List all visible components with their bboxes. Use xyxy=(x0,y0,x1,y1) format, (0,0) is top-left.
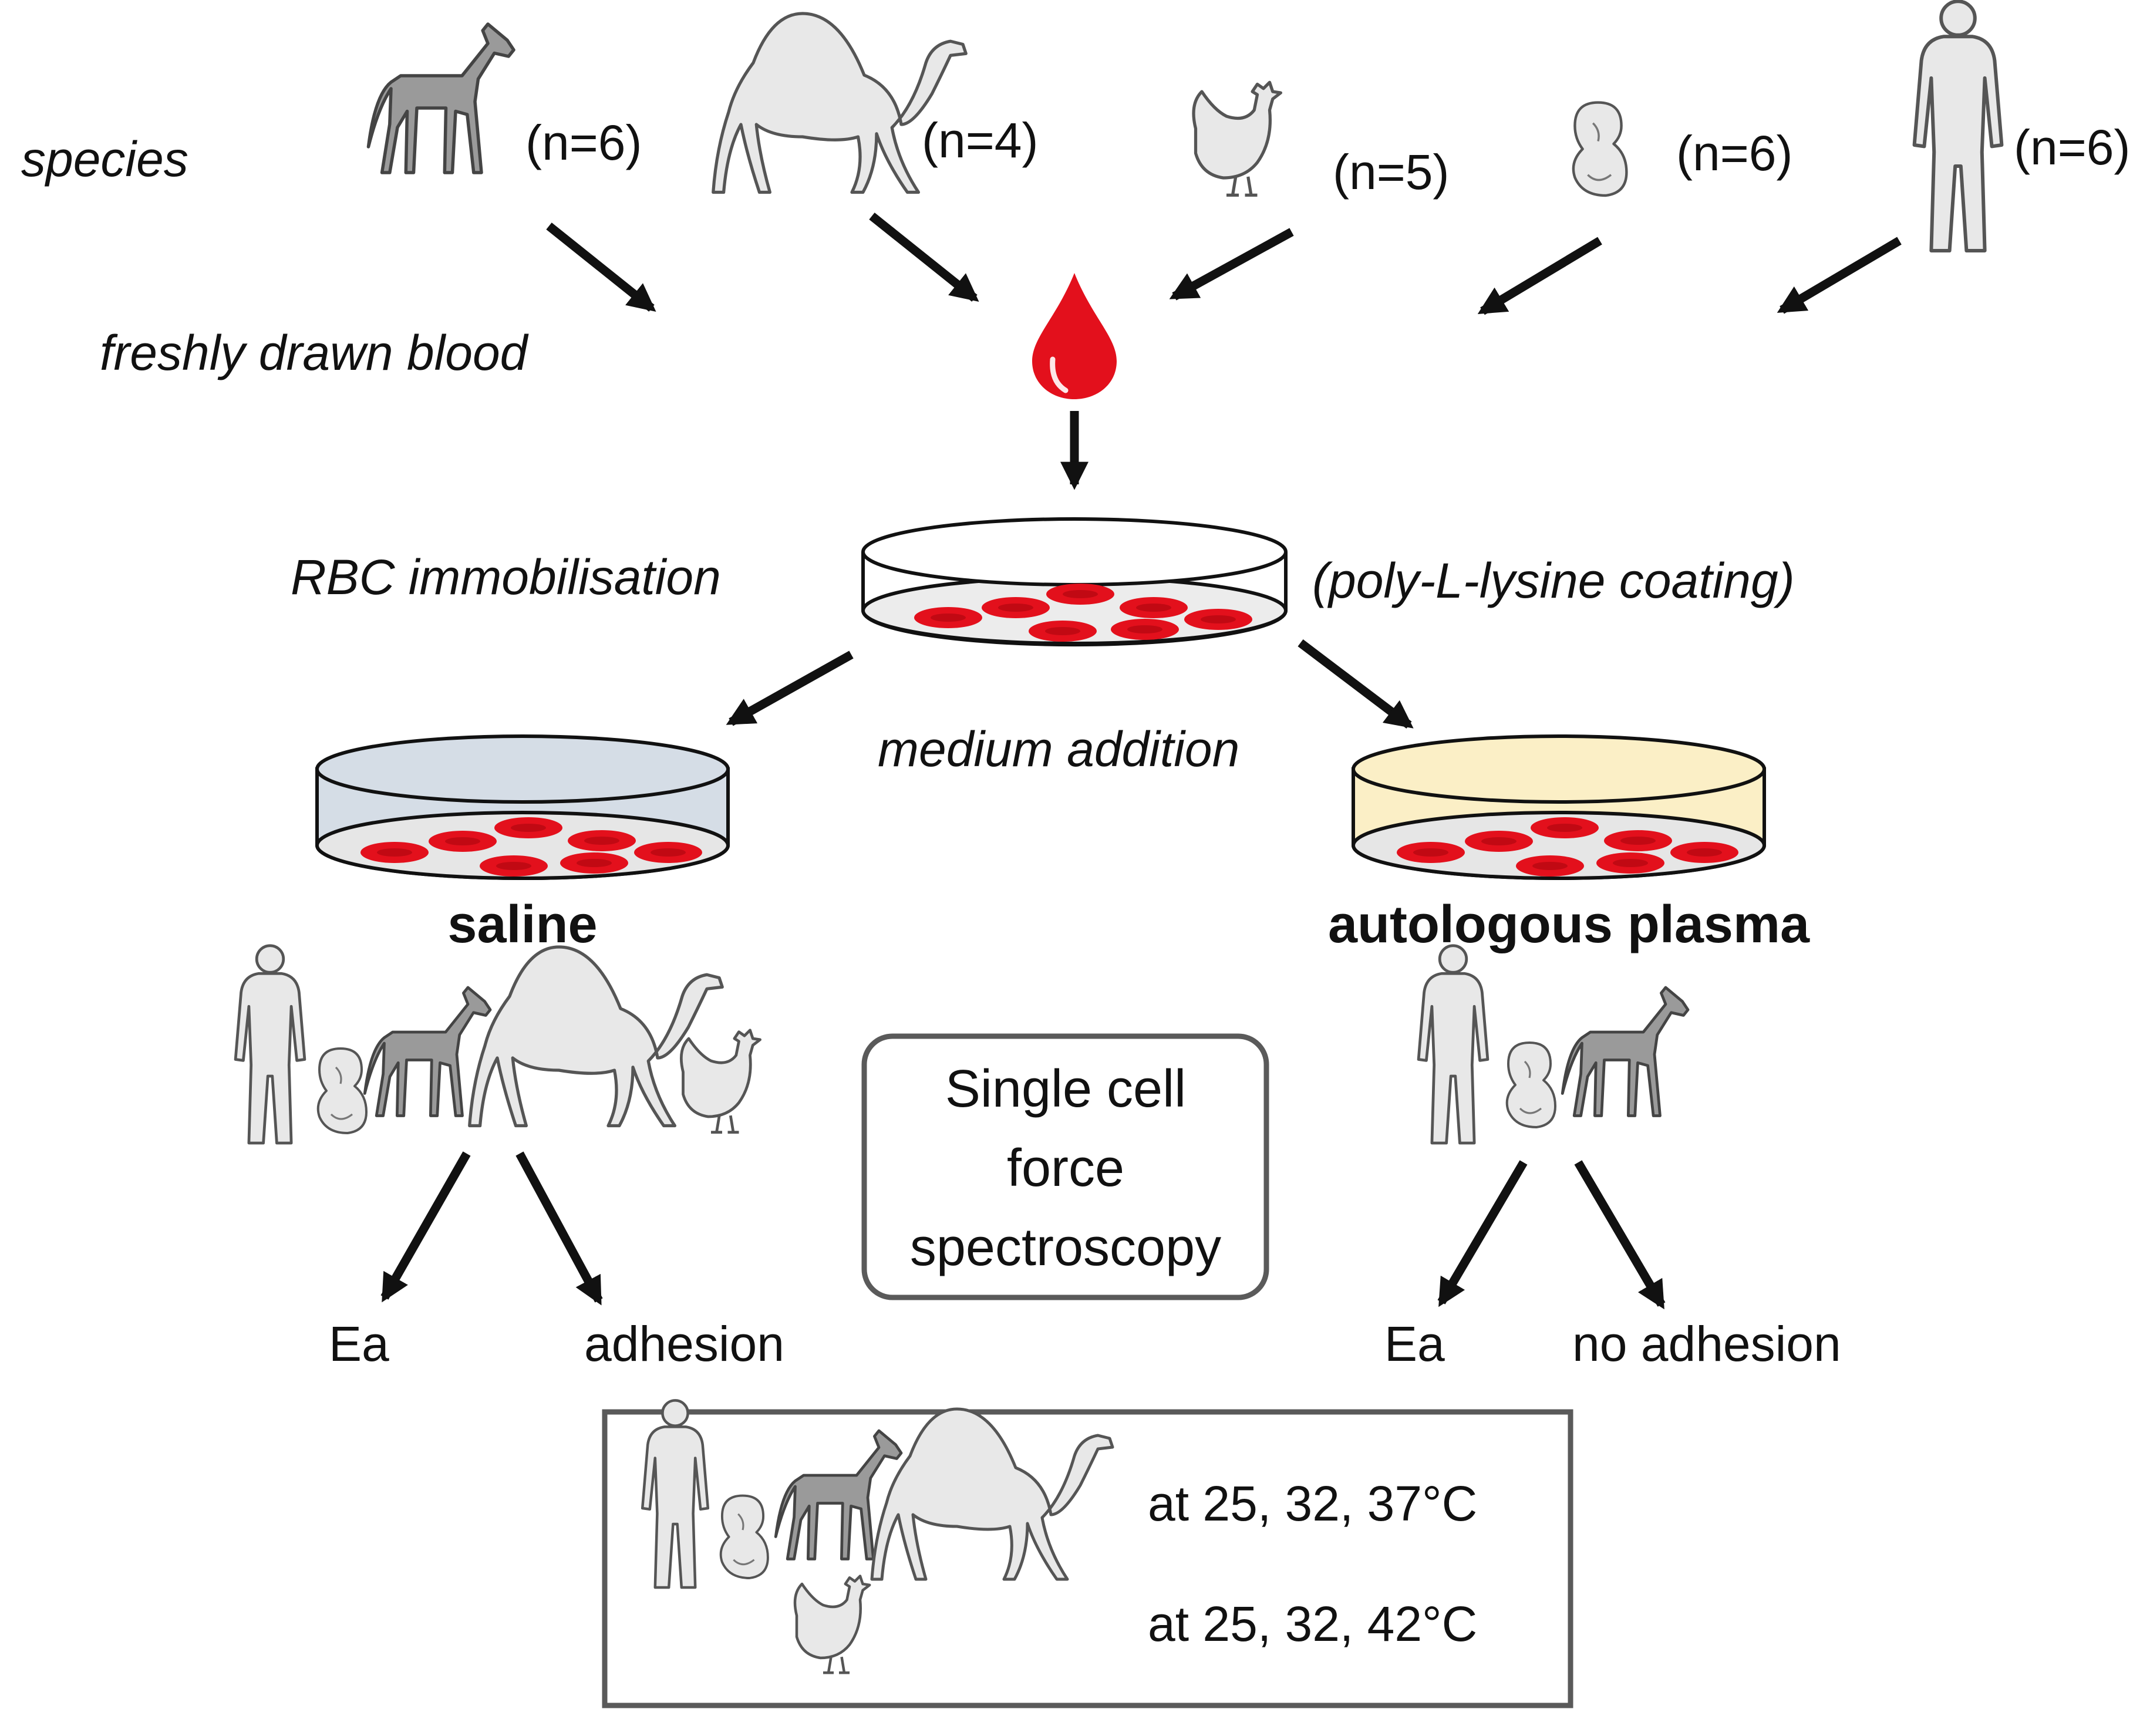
saline-species-group xyxy=(235,946,760,1143)
arrow-human-to-blood xyxy=(1777,237,1902,314)
arrow-camel-to-blood xyxy=(869,213,979,302)
saline-ea-label: Ea xyxy=(329,1316,389,1371)
arrow-saline-to-ea xyxy=(380,1151,471,1303)
fetus-icon xyxy=(1573,103,1627,195)
human-icon xyxy=(1915,1,2002,251)
fetus-icon xyxy=(1507,1043,1555,1127)
horse-icon xyxy=(369,24,514,173)
plasma-dish xyxy=(1352,734,1766,880)
human-count: (n=6) xyxy=(2014,120,2130,175)
chicken-icon xyxy=(681,1030,760,1132)
chicken-icon xyxy=(1194,82,1280,195)
box-line-2: force xyxy=(1007,1139,1124,1198)
autologous-plasma-label: autologous plasma xyxy=(1328,895,1810,954)
fetus-icon xyxy=(719,1494,769,1579)
species-label: species xyxy=(21,132,188,187)
arrow-chicken-to-blood xyxy=(1169,228,1294,301)
poly-l-lysine-label: (poly-L-lysine coating) xyxy=(1312,553,1795,608)
camel-count: (n=4) xyxy=(922,113,1038,168)
box-line-3: spectroscopy xyxy=(910,1218,1221,1277)
saline-adhesion-label: adhesion xyxy=(584,1316,784,1371)
plasma-ea-label: Ea xyxy=(1384,1316,1445,1371)
saline-label: saline xyxy=(447,895,597,954)
single-cell-force-box xyxy=(861,1033,1269,1300)
rbc-immobilisation-dish xyxy=(861,517,1288,647)
human-icon xyxy=(1418,946,1488,1143)
blood-drop-icon xyxy=(1032,273,1117,399)
arrow-dish-to-saline xyxy=(726,650,854,726)
freshly-drawn-blood-label: freshly drawn blood xyxy=(100,325,529,380)
rbc-immobilisation-label: RBC immobilisation xyxy=(291,550,721,605)
temperature-row-1: at 25, 32, 37°C xyxy=(1148,1476,1477,1531)
plasma-no-adhesion-label: no adhesion xyxy=(1572,1316,1841,1371)
horse-icon xyxy=(1562,987,1688,1116)
arrow-saline-to-adhesion xyxy=(515,1151,603,1306)
arrow-plasma-to-no-adhesion xyxy=(1574,1160,1666,1310)
plasma-species-group xyxy=(1418,946,1688,1143)
fetus-count: (n=6) xyxy=(1676,126,1792,181)
box-line-1: Single cell xyxy=(945,1060,1186,1118)
arrow-plasma-to-ea xyxy=(1437,1160,1528,1307)
fetus-icon xyxy=(318,1049,366,1133)
saline-dish xyxy=(315,734,730,880)
arrow-dish-to-plasma xyxy=(1298,639,1414,729)
human-icon xyxy=(235,946,305,1143)
arrow-horse-to-blood xyxy=(546,223,656,312)
chicken-count: (n=5) xyxy=(1333,144,1449,200)
temperature-row-2: at 25, 32, 42°C xyxy=(1148,1596,1477,1651)
arrow-fetus-to-blood xyxy=(1477,237,1602,315)
horse-count: (n=6) xyxy=(525,115,642,170)
medium-addition-label: medium addition xyxy=(878,722,1239,777)
